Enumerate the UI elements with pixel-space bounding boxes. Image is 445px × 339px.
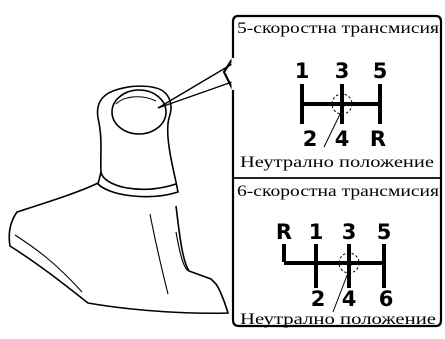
shift-pattern — [300, 84, 382, 124]
panel-title: 5-скоростна трансмисия — [237, 20, 439, 37]
gear-label: 1 — [309, 220, 324, 244]
boot-fold — [175, 231, 190, 272]
five-speed-panel: 5-скоростна трансмисия 1 3 5 2 4 R Неутр… — [237, 20, 439, 171]
gear-label: 2 — [303, 127, 318, 151]
neutral-position-marker — [331, 93, 353, 115]
neutral-leader — [332, 264, 352, 313]
knob-top — [111, 89, 167, 135]
neutral-leader — [323, 105, 345, 148]
panel-title: 6-скоростна трансмисия — [237, 183, 439, 200]
gear-label: 5 — [377, 220, 392, 244]
gear-label: R — [370, 127, 386, 151]
gear-label: 3 — [335, 59, 350, 83]
boot-fold — [149, 213, 169, 295]
gear-label: 6 — [379, 287, 394, 311]
gear-label: 1 — [295, 59, 310, 83]
pointer-line — [157, 81, 233, 109]
gear-label: R — [276, 220, 292, 244]
transmission-panel-frame — [222, 14, 443, 328]
shift-boot — [8, 182, 230, 315]
gear-label: 5 — [373, 59, 388, 83]
six-speed-panel: 6-скоростна трансмисия R 1 3 5 2 4 6 Неу… — [237, 183, 439, 328]
neutral-label: Неутрално положение — [240, 311, 436, 328]
shift-knob — [96, 85, 177, 183]
gear-label: 4 — [342, 287, 357, 311]
gear-label: 2 — [311, 287, 326, 311]
boot-fold — [14, 234, 83, 293]
shift-pattern — [282, 244, 386, 288]
lever-collar — [97, 171, 179, 198]
gear-label: 4 — [335, 127, 350, 151]
pointer-line — [157, 63, 233, 109]
shift-lever-illustration — [8, 63, 233, 315]
neutral-label: Неутрално положение — [240, 154, 434, 171]
knob-highlight — [115, 96, 157, 105]
gear-label: 3 — [342, 220, 357, 244]
neutral-position-marker — [338, 252, 360, 274]
